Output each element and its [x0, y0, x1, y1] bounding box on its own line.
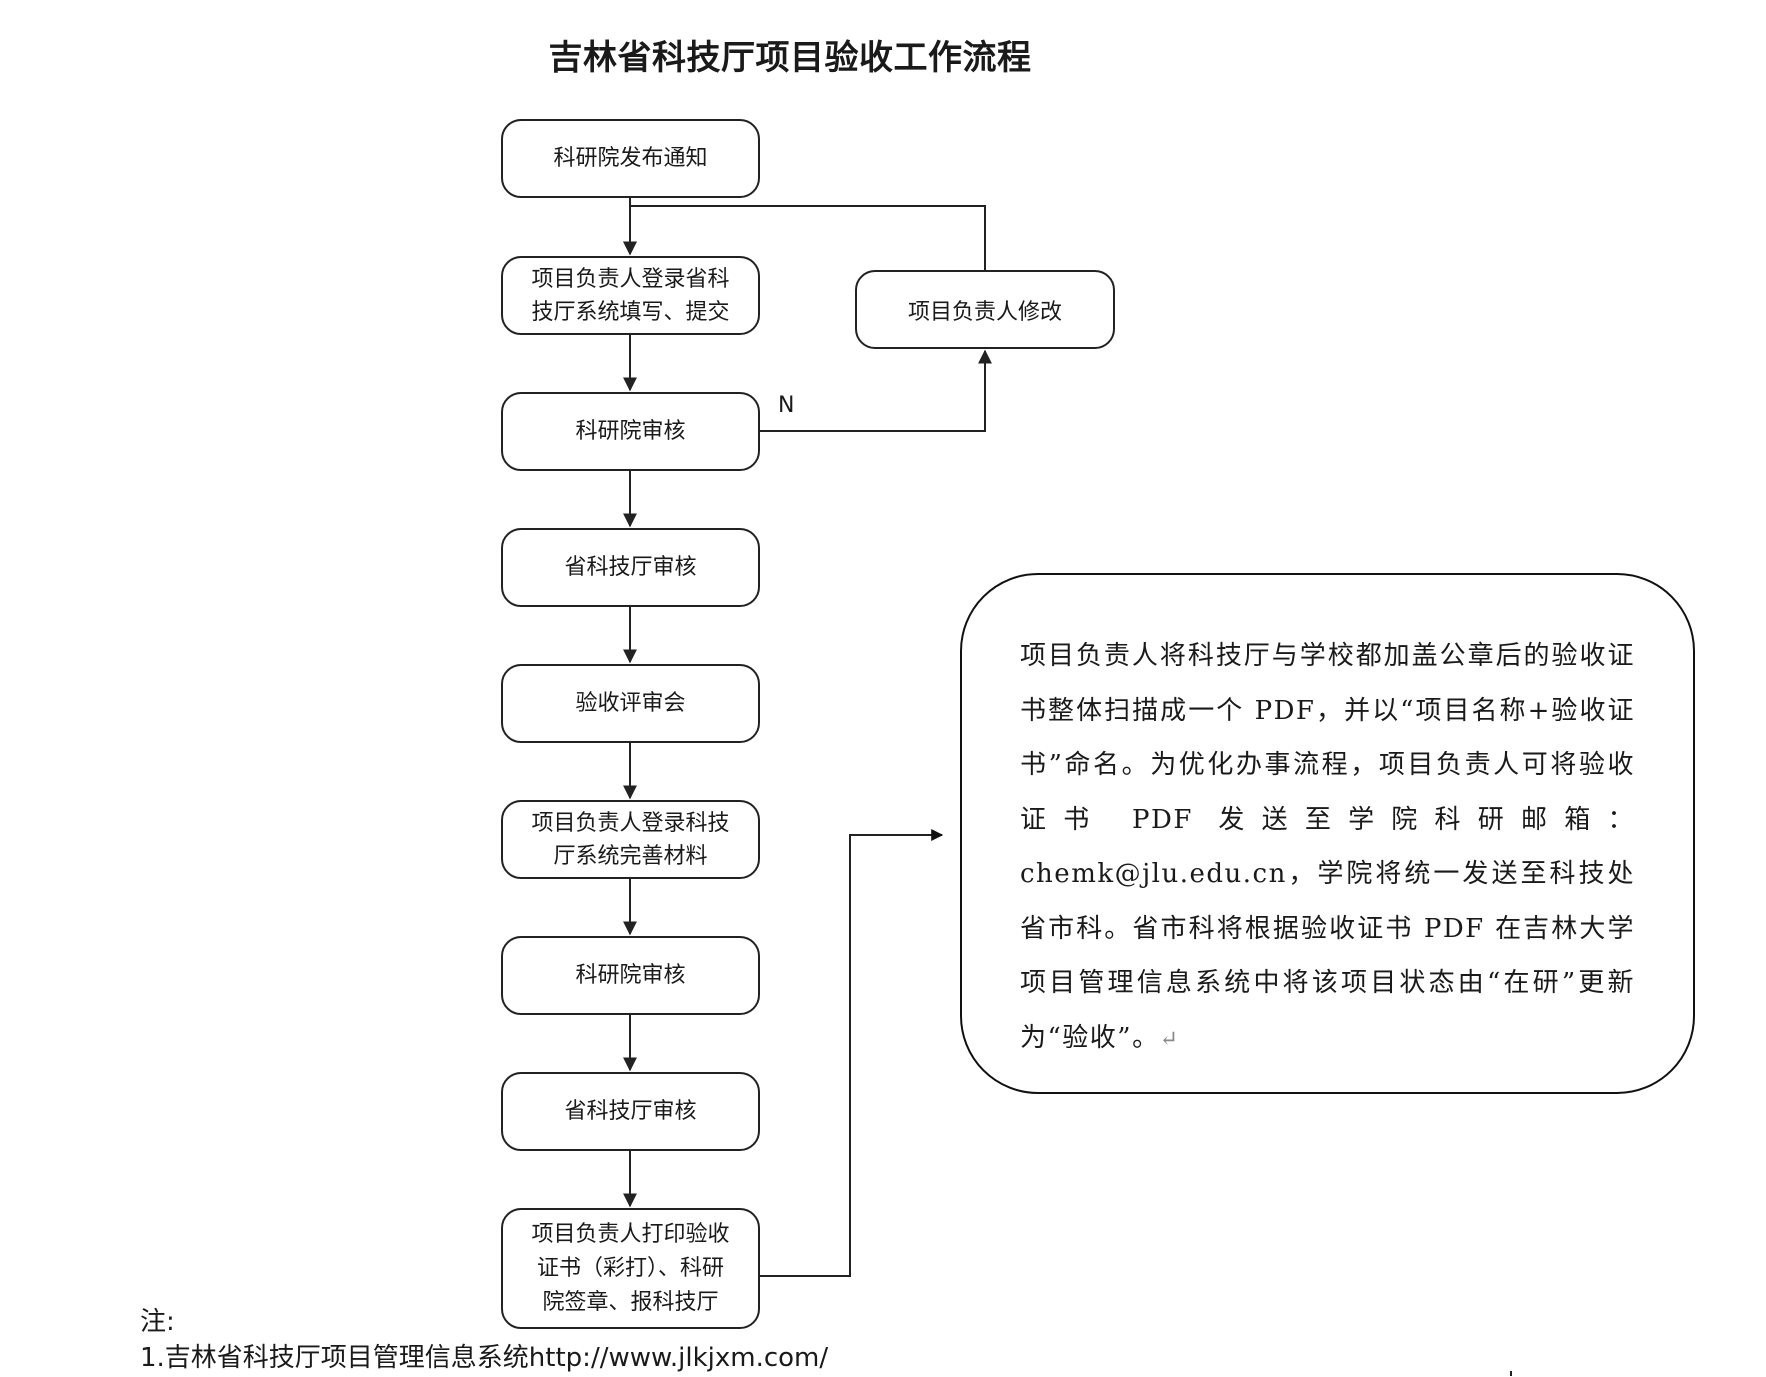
return-mark: ↵ — [1159, 1026, 1180, 1052]
step-provincial-dept-review: 省科技厅审核 — [501, 528, 760, 607]
step-publish-notice: 科研院发布通知 — [501, 119, 760, 198]
step-research-institute-review-2: 科研院审核 — [501, 936, 760, 1015]
step-leader-modify: 项目负责人修改 — [855, 270, 1115, 349]
note-text: 项目负责人将科技厅与学校都加盖公章后的验收证书整体扫描成一个 PDF，并以“项目… — [1020, 641, 1635, 1053]
step-print-certificate: 项目负责人打印验收证书（彩打）、科研院签章、报科技厅 — [501, 1208, 760, 1329]
note-box: 项目负责人将科技厅与学校都加盖公章后的验收证书整体扫描成一个 PDF，并以“项目… — [960, 573, 1695, 1094]
step-acceptance-meeting: 验收评审会 — [501, 664, 760, 743]
to-note-arrow — [760, 829, 944, 1277]
step-provincial-dept-review-2: 省科技厅审核 — [501, 1072, 760, 1151]
step-login-fill-submit: 项目负责人登录省科技厅系统填写、提交 — [501, 256, 760, 335]
footnote-line-1: 1.吉林省科技厅项目管理信息系统http://www.jlkjxm.com/ — [140, 1343, 829, 1373]
reject-label: N — [778, 393, 795, 418]
page-title: 吉林省科技厅项目验收工作流程 — [548, 38, 1032, 78]
footnote-heading: 注: — [140, 1307, 175, 1337]
step-research-institute-review: 科研院审核 — [501, 392, 760, 471]
step-login-complete-materials: 项目负责人登录科技厅系统完善材料 — [501, 800, 760, 879]
reject-arrow — [760, 349, 992, 432]
footnote: 注: 1.吉林省科技厅项目管理信息系统http://www.jlkjxm.com… — [140, 1304, 828, 1376]
